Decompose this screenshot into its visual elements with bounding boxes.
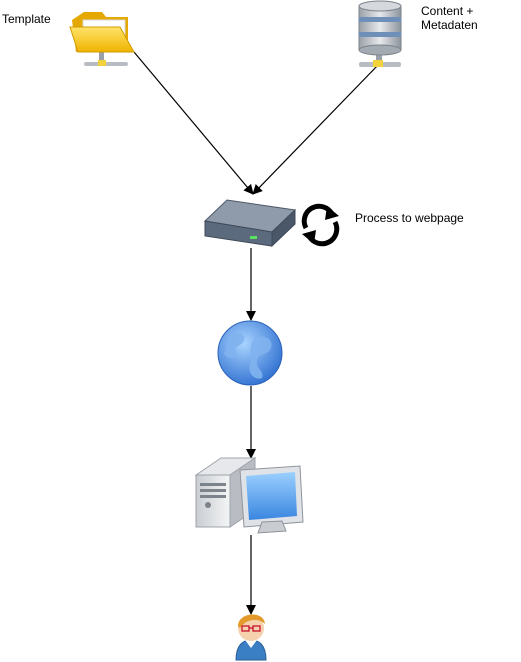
refresh-icon (301, 203, 340, 247)
edge-content-to-server (252, 62, 381, 195)
template-label: Template (2, 12, 51, 26)
process-label: Process to webpage (355, 211, 464, 225)
edge-template-to-server (133, 51, 254, 195)
globe-icon (217, 320, 283, 386)
folder-icon (69, 12, 135, 66)
server-icon (203, 199, 297, 248)
user-icon (235, 614, 267, 661)
database-icon (358, 0, 402, 67)
content-metadata-label: Content + Metadaten (421, 4, 478, 32)
content-label-line-2: Metadaten (421, 18, 478, 32)
desktop-computer-icon (194, 457, 304, 534)
content-label-line-1: Content + (421, 4, 474, 18)
